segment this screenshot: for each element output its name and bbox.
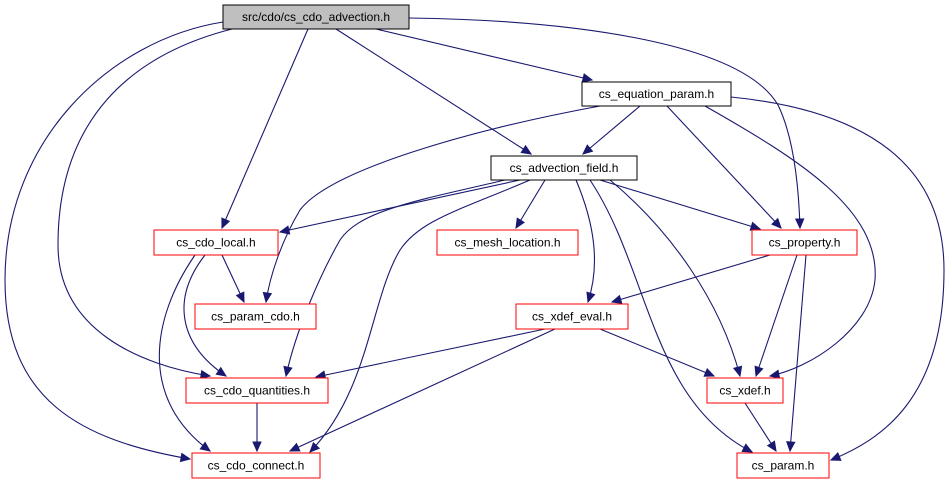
edge-root-cdo-quantities [57,28,233,380]
node-xdef-eval-label: cs_xdef_eval.h [532,310,612,324]
edge-equation-param-advection-field-arrowhead [582,144,594,155]
edge-advection-field-xdef-arrowhead [732,365,743,378]
edge-cdo-local-param-cdo [221,254,245,304]
node-root[interactable]: src/cdo/cs_cdo_advection.h [222,4,410,30]
edge-xdef-eval-cdo-connect-arrowhead [288,442,301,452]
edge-root-equation-param-arrowhead [581,73,594,83]
edge-advection-field-property-arrowhead [749,221,762,231]
edge-property-param [786,254,807,453]
edge-equation-param-property-arrowhead [771,217,782,229]
edge-equation-param-property [666,105,782,229]
edge-advection-field-cdo-local [278,179,521,235]
edge-equation-param-param-arrowhead [829,451,842,461]
edge-root-cdo-local-arrowhead [221,217,231,230]
node-param[interactable]: cs_param.h [736,452,830,479]
edge-cdo-local-cdo-quantities-arrowhead [215,366,228,377]
edge-property-xdef-eval [610,254,771,304]
edge-root-cdo-quantities-arrowhead [199,369,212,380]
edge-xdef-param-arrowhead [766,440,777,453]
node-root-label: src/cdo/cs_cdo_advection.h [242,10,390,24]
edge-property-xdef-eval-arrowhead [610,294,623,304]
node-param-cdo-label: cs_param_cdo.h [211,310,300,324]
edge-equation-param-xdef-arrowhead [768,369,781,379]
edge-root-equation-param [375,28,594,83]
edge-advection-field-cdo-connect-arrowhead [309,441,321,453]
edge-advection-field-cdo-quantities-arrowhead [283,365,293,378]
node-equation-param[interactable]: cs_equation_param.h [581,81,732,107]
edge-advection-field-cdo-local-arrowhead [278,225,291,235]
node-xdef-label: cs_xdef.h [719,384,770,398]
edge-equation-param-advection-field [582,105,641,155]
edge-property-xdef-arrowhead [754,365,764,378]
dependency-nodes: src/cdo/cs_cdo_advection.h cs_equation_p… [153,4,858,479]
edge-advection-field-cdo-connect [309,179,531,453]
edge-root-cdo-local [221,28,309,230]
edge-cdo-quantities-cdo-connect [252,403,262,453]
edge-xdef-eval-xdef-arrowhead [703,367,716,377]
edge-property-xdef [754,254,798,378]
edge-root-advection-field-arrowhead [520,144,533,155]
node-param-label: cs_param.h [752,459,815,473]
node-cdo-quantities-label: cs_cdo_quantities.h [204,384,310,398]
edge-advection-field-param-arrowhead [741,443,754,453]
node-advection-field[interactable]: cs_advection_field.h [490,155,638,181]
edge-xdef-eval-cdo-quantities [314,328,546,380]
edge-equation-param-param-cdo [262,105,601,304]
node-equation-param-label: cs_equation_param.h [599,87,714,101]
node-xdef-eval[interactable]: cs_xdef_eval.h [515,303,629,330]
edge-cdo-local-cdo-quantities [183,254,228,377]
edge-root-advection-field [335,28,533,155]
edge-advection-field-xdef-eval-arrowhead [586,291,596,304]
edge-advection-field-cdo-quantities [283,179,506,378]
edge-advection-field-mesh-location [515,179,546,230]
node-cdo-local-label: cs_cdo_local.h [176,236,255,250]
edge-advection-field-param [589,179,754,453]
node-property-label: cs_property.h [769,236,841,250]
edge-cdo-local-cdo-connect-arrowhead [199,441,211,452]
node-mesh-location-label: cs_mesh_location.h [454,236,560,250]
node-cdo-local[interactable]: cs_cdo_local.h [153,229,279,256]
edge-advection-field-xdef [609,179,743,378]
edge-cdo-local-cdo-connect [158,254,211,452]
node-param-cdo[interactable]: cs_param_cdo.h [194,303,317,330]
edge-xdef-eval-xdef [599,328,716,377]
edge-root-property [408,17,805,230]
edge-advection-field-mesh-location-arrowhead [515,217,525,230]
edge-root-property-arrowhead [794,218,805,230]
node-xdef[interactable]: cs_xdef.h [706,377,784,404]
node-cdo-quantities[interactable]: cs_cdo_quantities.h [185,377,329,404]
edge-cdo-local-param-cdo-arrowhead [235,291,245,304]
node-cdo-connect-label: cs_cdo_connect.h [208,459,305,473]
edge-cdo-quantities-cdo-connect-arrowhead [252,441,262,453]
node-advection-field-label: cs_advection_field.h [510,161,619,175]
edge-equation-param-param [730,96,945,461]
edge-advection-field-property [599,179,762,231]
node-property[interactable]: cs_property.h [751,229,858,256]
edge-root-cdo-connect [4,21,224,463]
node-mesh-location[interactable]: cs_mesh_location.h [436,229,579,256]
edge-root-cdo-connect-arrowhead [179,452,192,463]
dependency-edges [4,17,945,463]
node-cdo-connect[interactable]: cs_cdo_connect.h [191,452,321,479]
edge-advection-field-xdef-eval [575,179,596,304]
edge-equation-param-param-cdo-arrowhead [262,291,273,304]
edge-equation-param-xdef [704,105,876,379]
edge-property-param-arrowhead [786,441,796,453]
edge-xdef-eval-cdo-connect [288,328,556,452]
edge-xdef-param [744,402,777,453]
